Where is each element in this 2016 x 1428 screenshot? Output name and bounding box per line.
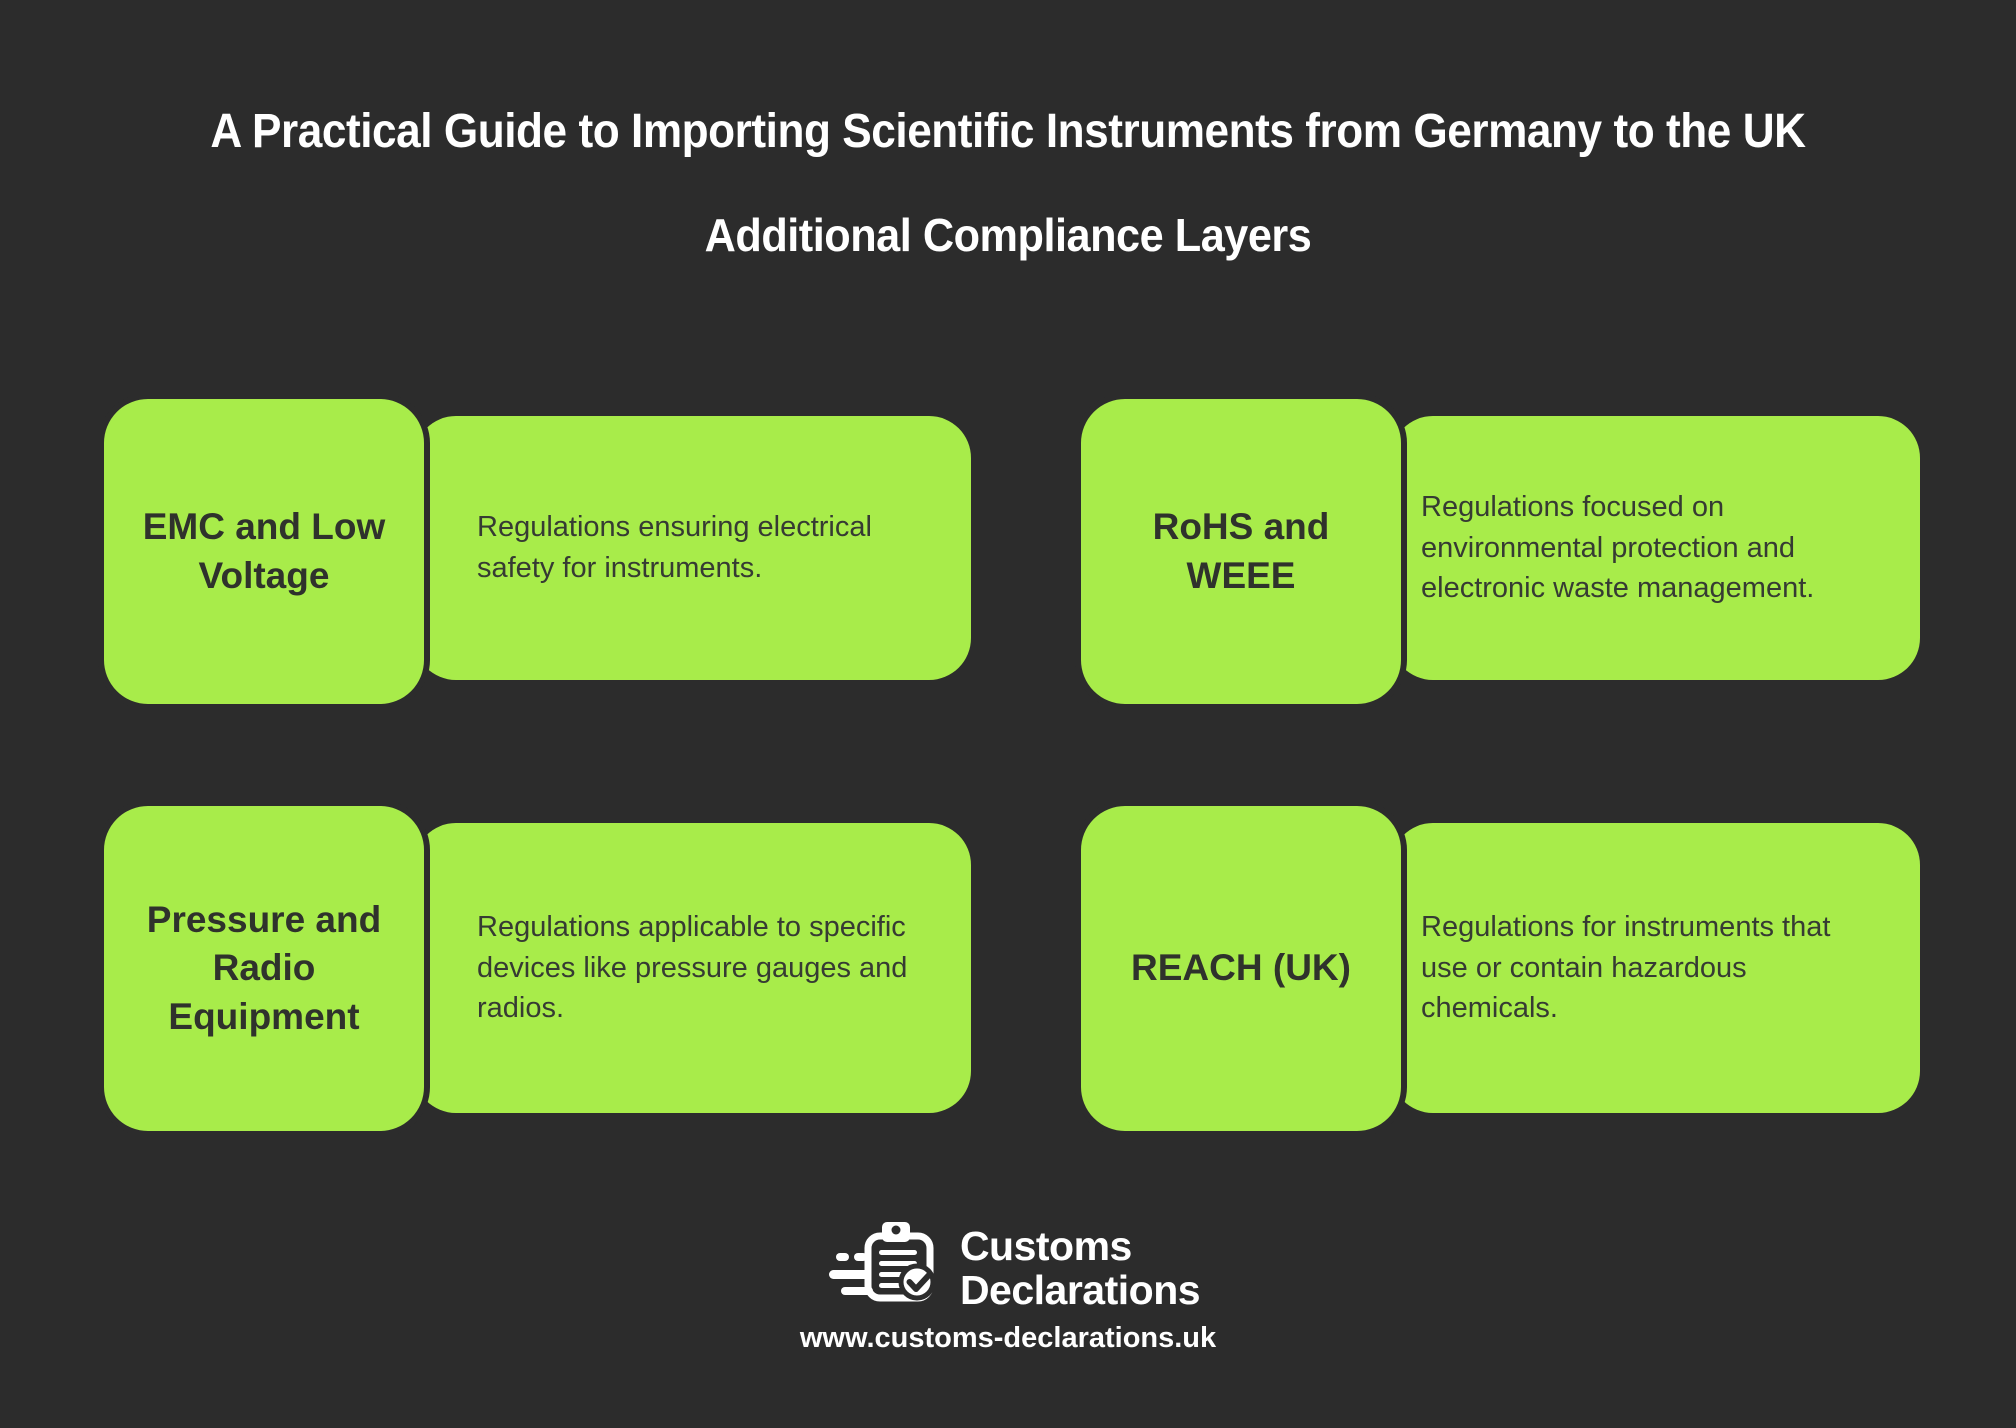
- brand-name-line1: Customs: [959, 1223, 1132, 1270]
- page-subtitle: Additional Compliance Layers: [704, 209, 1312, 261]
- brand-logo: Customs Declarations: [0, 1216, 2016, 1322]
- card-reach-uk: Regulations for instruments that use or …: [1075, 800, 1920, 1137]
- card-description-box: Regulations for instruments that use or …: [1391, 823, 1920, 1113]
- card-description: Regulations focused on environmental pro…: [1421, 491, 1815, 605]
- card-description: Regulations ensuring electrical safety f…: [477, 511, 872, 584]
- brand-name: Customs Declarations: [959, 1223, 1201, 1313]
- card-label: Pressure and Radio Equipment: [98, 800, 430, 1137]
- card-description-box: Regulations focused on environmental pro…: [1391, 416, 1920, 680]
- card-description-box: Regulations applicable to specific devic…: [414, 823, 971, 1113]
- card-description-box: Regulations ensuring electrical safety f…: [414, 416, 971, 680]
- clipboard-check-icon: [816, 1216, 948, 1322]
- card-label: EMC and Low Voltage: [98, 393, 430, 710]
- page-title: A Practical Guide to Importing Scientifi…: [210, 105, 1806, 158]
- brand-name-line2: Declarations: [959, 1267, 1201, 1313]
- card-label: RoHS and WEEE: [1075, 393, 1407, 710]
- card-description: Regulations for instruments that use or …: [1421, 911, 1831, 1025]
- website-url: www.customs-declarations.uk: [799, 1322, 1217, 1354]
- card-description: Regulations applicable to specific devic…: [477, 911, 908, 1025]
- card-pressure-radio: Regulations applicable to specific devic…: [98, 800, 971, 1137]
- card-emc-low-voltage: Regulations ensuring electrical safety f…: [98, 393, 971, 710]
- card-rohs-weee: Regulations focused on environmental pro…: [1075, 393, 1920, 710]
- card-label: REACH (UK): [1075, 800, 1407, 1137]
